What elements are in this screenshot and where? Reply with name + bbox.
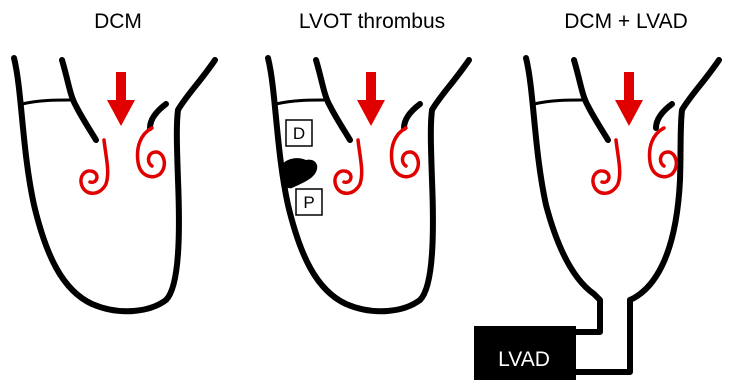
flow-arrow-dcm	[107, 72, 135, 126]
vortex-spiral-icon	[650, 128, 677, 177]
down-arrow-icon	[366, 72, 376, 102]
down-arrow-head	[615, 100, 643, 126]
ventricle-wall-right	[630, 60, 719, 300]
vortex-spiral-icon	[138, 128, 165, 177]
panel-dcm	[14, 58, 215, 311]
label-box-bottom-text: P	[303, 193, 314, 212]
flow-arrow-lvad	[615, 72, 643, 126]
septum-curve	[656, 104, 672, 128]
valve-leaflet	[276, 100, 324, 104]
down-arrow-head	[357, 100, 385, 126]
box-p: P	[296, 189, 322, 215]
flow-arrow-lvot	[357, 72, 385, 126]
vortex-spiral-icon	[392, 128, 419, 177]
down-arrow-icon	[624, 72, 634, 102]
lvad-device-label: LVAD	[498, 348, 550, 371]
septum-curve	[150, 104, 166, 128]
ventricle-wall-left	[14, 58, 215, 311]
thrombus	[280, 158, 318, 188]
box-d: D	[286, 120, 312, 146]
down-arrow-icon	[116, 72, 126, 102]
vortex-spiral-icon	[593, 140, 620, 193]
down-arrow-head	[107, 100, 135, 126]
vortex-spiral-icon	[335, 140, 362, 193]
label-box-top-text: D	[293, 124, 305, 143]
lvad-device: LVAD	[474, 326, 576, 380]
vortex-spiral-icon	[81, 140, 108, 193]
valve-leaflet	[22, 100, 70, 104]
valve-leaflet	[534, 100, 582, 104]
septum-curve	[404, 104, 420, 128]
